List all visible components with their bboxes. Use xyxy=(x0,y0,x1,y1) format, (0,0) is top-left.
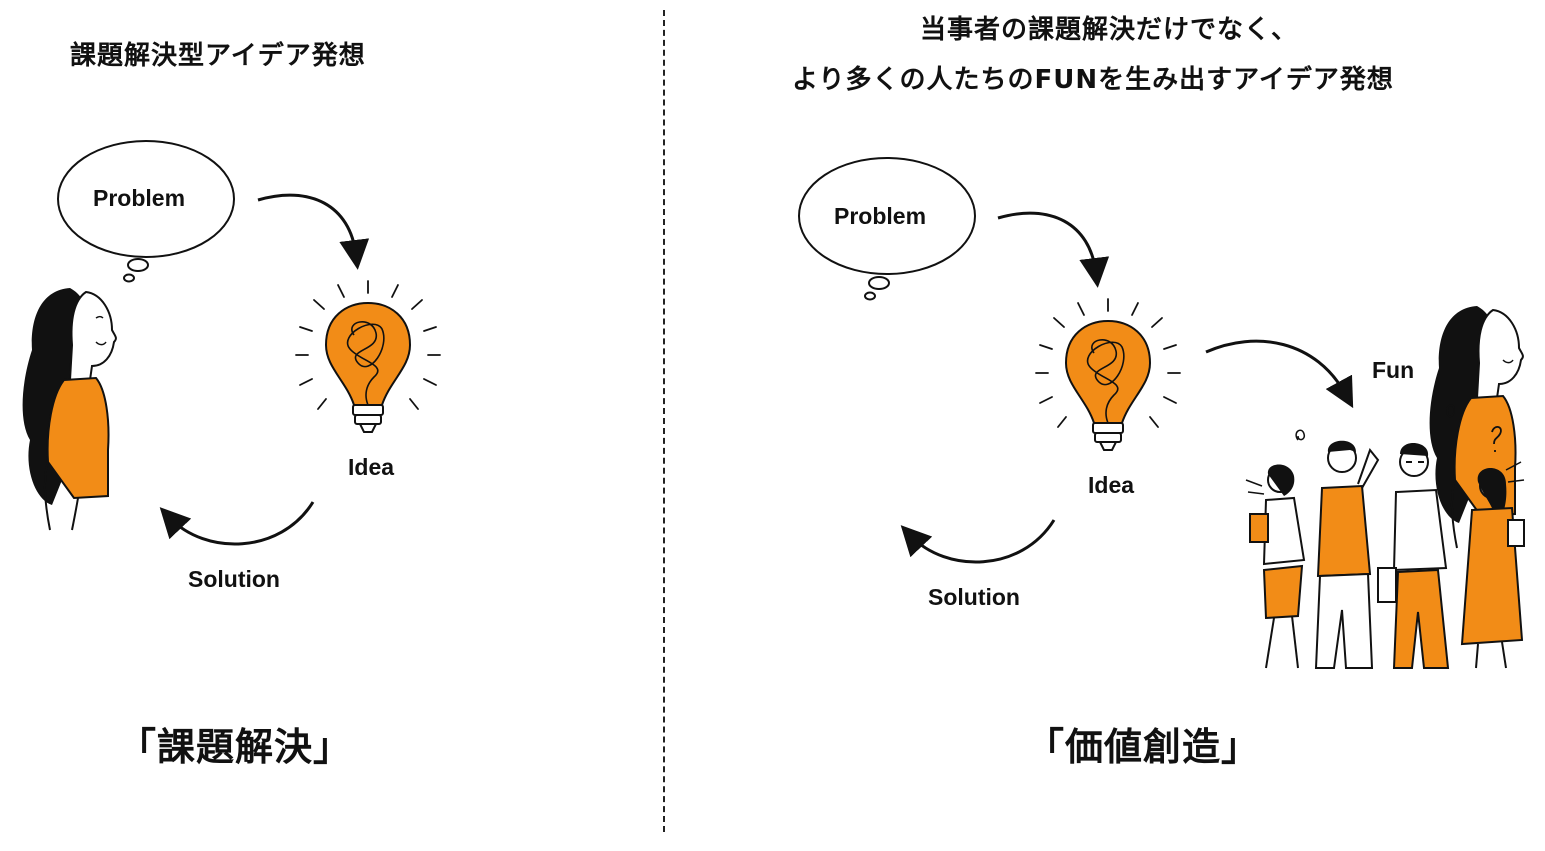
lightbulb-icon xyxy=(1036,299,1180,450)
solution-label: Solution xyxy=(928,584,1020,611)
left-footer-title: 「課題解決」 xyxy=(118,716,352,771)
dashed-divider xyxy=(663,10,665,832)
arrow-idea-to-solution xyxy=(911,520,1054,562)
lightbulb-icon xyxy=(296,281,440,432)
arrow-idea-to-solution xyxy=(170,502,313,544)
woman-illustration xyxy=(23,288,116,530)
idea-label: Idea xyxy=(1088,472,1134,499)
idea-label: Idea xyxy=(348,454,394,481)
right-panel: 当事者の課題解決だけでなく、 より多くの人たちのFUNを生み出すアイデア発想 xyxy=(666,0,1545,851)
problem-label: Problem xyxy=(93,185,185,212)
right-footer-title: 「価値創造」 xyxy=(1026,716,1260,771)
arrow-problem-to-idea xyxy=(258,195,356,255)
arrow-problem-to-idea xyxy=(998,213,1096,273)
fun-label: Fun xyxy=(1372,357,1414,384)
problem-label: Problem xyxy=(834,203,926,230)
left-panel: 課題解決型アイデア発想 xyxy=(0,0,662,851)
solution-label: Solution xyxy=(188,566,280,593)
arrow-idea-to-fun xyxy=(1206,341,1346,395)
